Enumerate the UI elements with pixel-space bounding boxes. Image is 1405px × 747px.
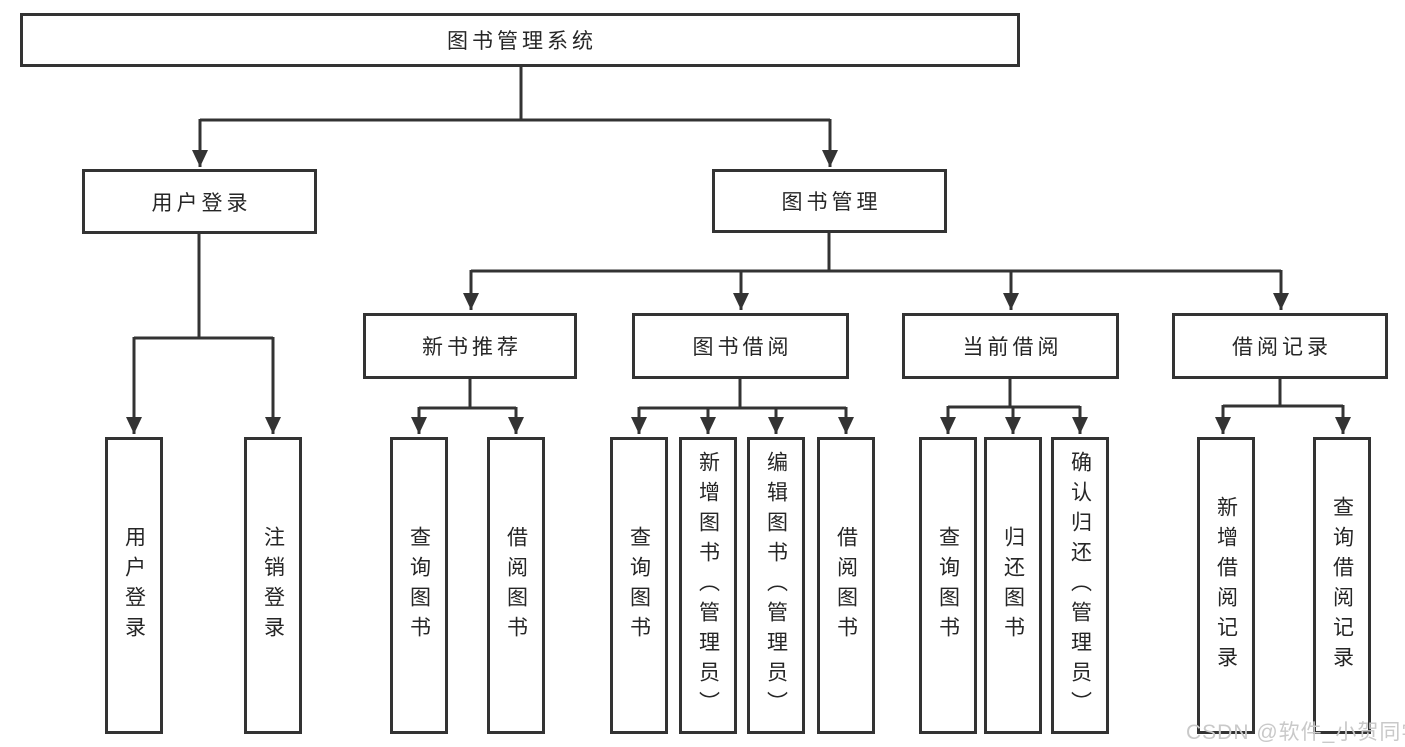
connector-borrowing-records-branch [1223, 379, 1343, 408]
leaf-edit-books-admin-label: 编辑图书（管理员） [764, 450, 788, 721]
node-borrowing-records-label: 借阅记录 [1232, 336, 1332, 359]
node-book-management-label: 图书管理 [781, 191, 882, 214]
node-root: 图书管理系统 [20, 13, 1020, 67]
leaf-query-books-a: 查询图书 [390, 437, 448, 734]
node-user-login: 用户登录 [82, 169, 317, 234]
leaf-add-books-admin: 新增图书（管理员） [679, 437, 737, 734]
leaf-user-login-label: 用户登录 [122, 525, 146, 646]
connector-user-login-branch [134, 234, 273, 340]
leaf-borrow-books-a: 借阅图书 [487, 437, 545, 734]
leaf-logout: 注销登录 [244, 437, 302, 734]
connector-new-book-branch [419, 379, 516, 410]
leaf-query-books-a-label: 查询图书 [407, 525, 431, 646]
leaf-add-borrow-record-label: 新增借阅记录 [1214, 495, 1238, 676]
leaf-query-books-c-label: 查询图书 [936, 525, 960, 646]
node-book-borrowing-label: 图书借阅 [692, 336, 793, 359]
node-borrowing-records: 借阅记录 [1172, 313, 1388, 379]
leaf-add-books-admin-label: 新增图书（管理员） [696, 450, 720, 721]
connector-current-borrowing-branch [948, 379, 1080, 409]
node-book-management: 图书管理 [712, 169, 947, 233]
leaf-return-books: 归还图书 [984, 437, 1042, 734]
leaf-logout-label: 注销登录 [261, 525, 285, 646]
leaf-borrow-books-b-label: 借阅图书 [834, 525, 858, 646]
node-user-login-label: 用户登录 [151, 191, 252, 215]
watermark: CSDN @软件_小贺同学 [1186, 721, 1405, 744]
node-new-book-recommend: 新书推荐 [363, 313, 577, 379]
node-root-label: 图书管理系统 [447, 30, 597, 53]
leaf-edit-books-admin: 编辑图书（管理员） [747, 437, 805, 734]
leaf-query-borrow-record-label: 查询借阅记录 [1330, 495, 1354, 676]
connector-book-borrowing-branch [639, 379, 846, 410]
leaf-query-books-c: 查询图书 [919, 437, 977, 734]
node-book-borrowing: 图书借阅 [632, 313, 849, 379]
leaf-query-books-b: 查询图书 [610, 437, 668, 734]
leaf-query-borrow-record: 查询借阅记录 [1313, 437, 1371, 734]
leaf-user-login: 用户登录 [105, 437, 163, 734]
node-new-book-recommend-label: 新书推荐 [422, 336, 522, 359]
leaf-query-books-b-label: 查询图书 [627, 525, 651, 646]
leaf-borrow-books-a-label: 借阅图书 [504, 525, 528, 646]
leaf-add-borrow-record: 新增借阅记录 [1197, 437, 1255, 734]
node-current-borrowing-label: 当前借阅 [962, 336, 1063, 359]
leaf-borrow-books-b: 借阅图书 [817, 437, 875, 734]
leaf-confirm-return: 确认归还（管理员） [1051, 437, 1109, 734]
connector-root-branch [200, 67, 830, 122]
leaf-return-books-label: 归还图书 [1001, 525, 1025, 646]
leaf-confirm-return-label: 确认归还（管理员） [1068, 450, 1092, 721]
connector-book-management-branch [471, 233, 1281, 273]
node-current-borrowing: 当前借阅 [902, 313, 1119, 379]
